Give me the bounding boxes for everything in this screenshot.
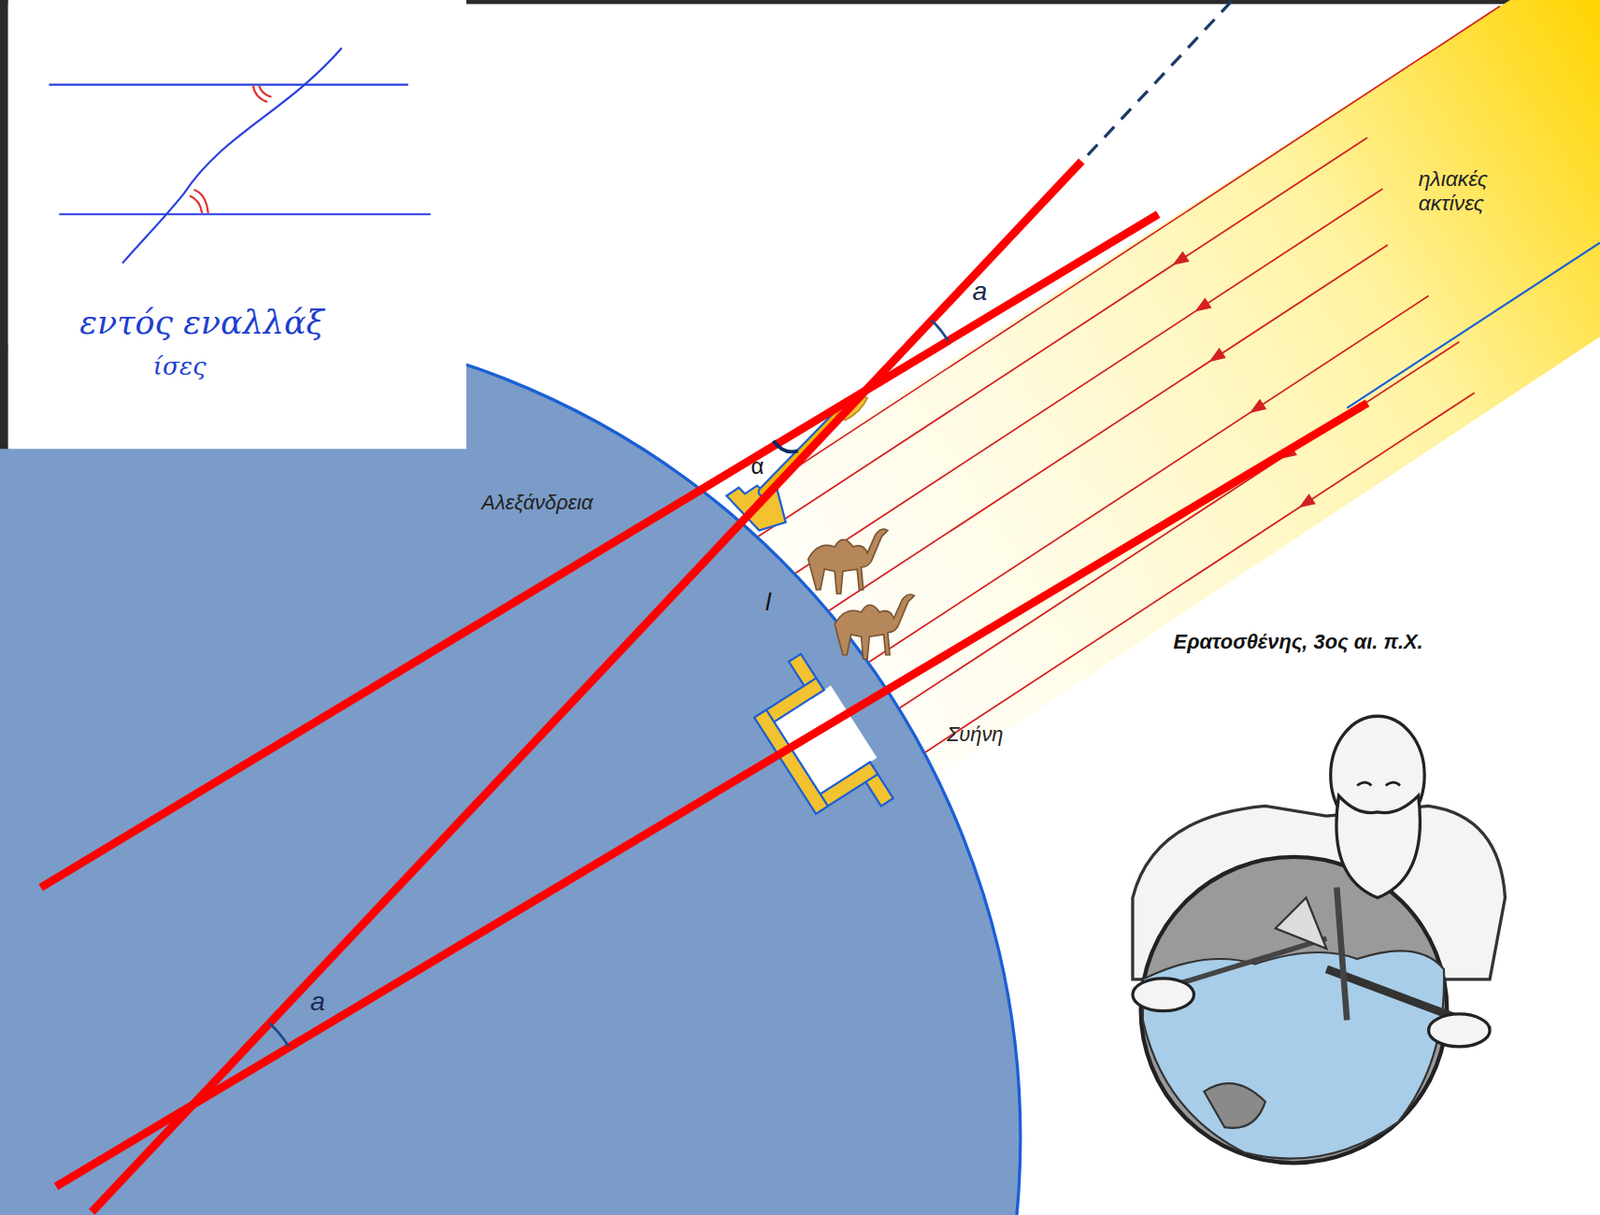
- camels: [808, 528, 915, 659]
- construction-lines-part: [41, 214, 1159, 887]
- dashed-extension-part: [1087, 0, 1233, 156]
- rays-label: ηλιακές ακτίνες: [1418, 166, 1521, 216]
- inset-figure-part: [48, 84, 408, 86]
- sun-beam-part: [1346, 242, 1600, 409]
- eratosthenes-figure-part: [1336, 795, 1421, 898]
- city-label: Συήνη: [946, 722, 1003, 746]
- eratosthenes-figure-part: [1203, 1083, 1266, 1129]
- angle-arcs-part: [931, 320, 948, 342]
- inset-figure: [0, 0, 467, 449]
- handwritten-note: εντός εναλλάξ: [79, 303, 325, 342]
- sun-beam-part: [750, 6, 1501, 499]
- inset-figure-part: [193, 189, 208, 214]
- eratosthenes-figure-part: [1357, 782, 1400, 786]
- syene-well: [739, 649, 900, 839]
- inset-figure-part: [0, 0, 9, 449]
- camels-part: [834, 594, 915, 659]
- sun-ray: [757, 137, 1368, 537]
- inset-figure-part: [189, 196, 202, 215]
- inset-figure-part: [122, 47, 343, 263]
- angle-arcs-part: [269, 1023, 289, 1047]
- inset-figure-part: [58, 213, 430, 215]
- eratosthenes-figure-part: [1141, 857, 1448, 1163]
- eratosthenes-figure: [1132, 715, 1506, 1163]
- ray-arrowhead: [1245, 399, 1267, 419]
- eratosthenes-figure-part: [1336, 887, 1347, 1021]
- inset-figure-part: [8, 0, 467, 449]
- dashed-extension: [1087, 0, 1233, 156]
- ray-arrowhead: [1295, 493, 1316, 514]
- eratosthenes-figure-part: [1428, 1014, 1491, 1047]
- camels-part: [808, 528, 888, 594]
- caption-label: Ερατοσθένης, 3ος αι. π.Χ.: [1173, 629, 1424, 654]
- sun-ray: [869, 296, 1429, 663]
- sun-ray: [900, 342, 1460, 709]
- eratosthenes-figure-part: [1132, 978, 1195, 1012]
- inset-figure-part: [258, 85, 272, 98]
- angle-label: a: [972, 275, 988, 307]
- angle-arcs-part: [773, 441, 799, 453]
- ray-arrowhead: [1169, 251, 1190, 272]
- ray-arrowhead: [1205, 347, 1227, 368]
- handwritten-note: ίσες: [153, 352, 207, 381]
- angle-label: α: [751, 453, 765, 480]
- ray-arrowhead: [1191, 297, 1213, 317]
- city-label: Αλεξάνδρεια: [481, 490, 593, 515]
- arc-length-label: l: [765, 587, 772, 616]
- eratosthenes-figure-part: [1275, 898, 1328, 950]
- angle-label: a: [310, 985, 326, 1017]
- sun-ray: [925, 392, 1475, 753]
